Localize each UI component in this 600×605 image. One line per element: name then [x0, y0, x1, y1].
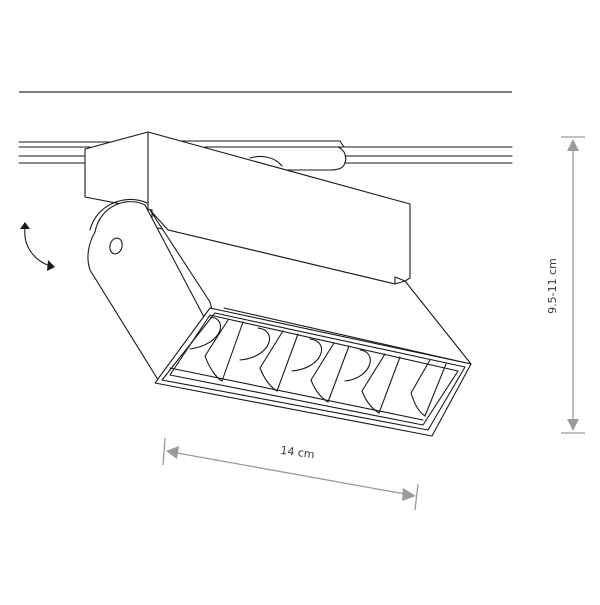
louver-cell — [189, 316, 244, 382]
length-dimension: 14 cm — [162, 437, 419, 511]
track-rail — [18, 140, 513, 171]
louver-array — [189, 316, 447, 417]
height-dimension: 9.5-11 cm — [546, 136, 585, 434]
louver-cell — [239, 327, 299, 392]
louver-cell — [291, 338, 350, 403]
louver-cell — [344, 349, 401, 414]
pivot-screw — [109, 237, 123, 255]
louver-cell — [410, 359, 447, 417]
length-dimension-label: 14 cm — [280, 444, 316, 462]
height-dimension-label: 9.5-11 cm — [546, 258, 559, 314]
rotate-arrow-icon — [20, 222, 55, 271]
lamp-head — [87, 199, 472, 437]
